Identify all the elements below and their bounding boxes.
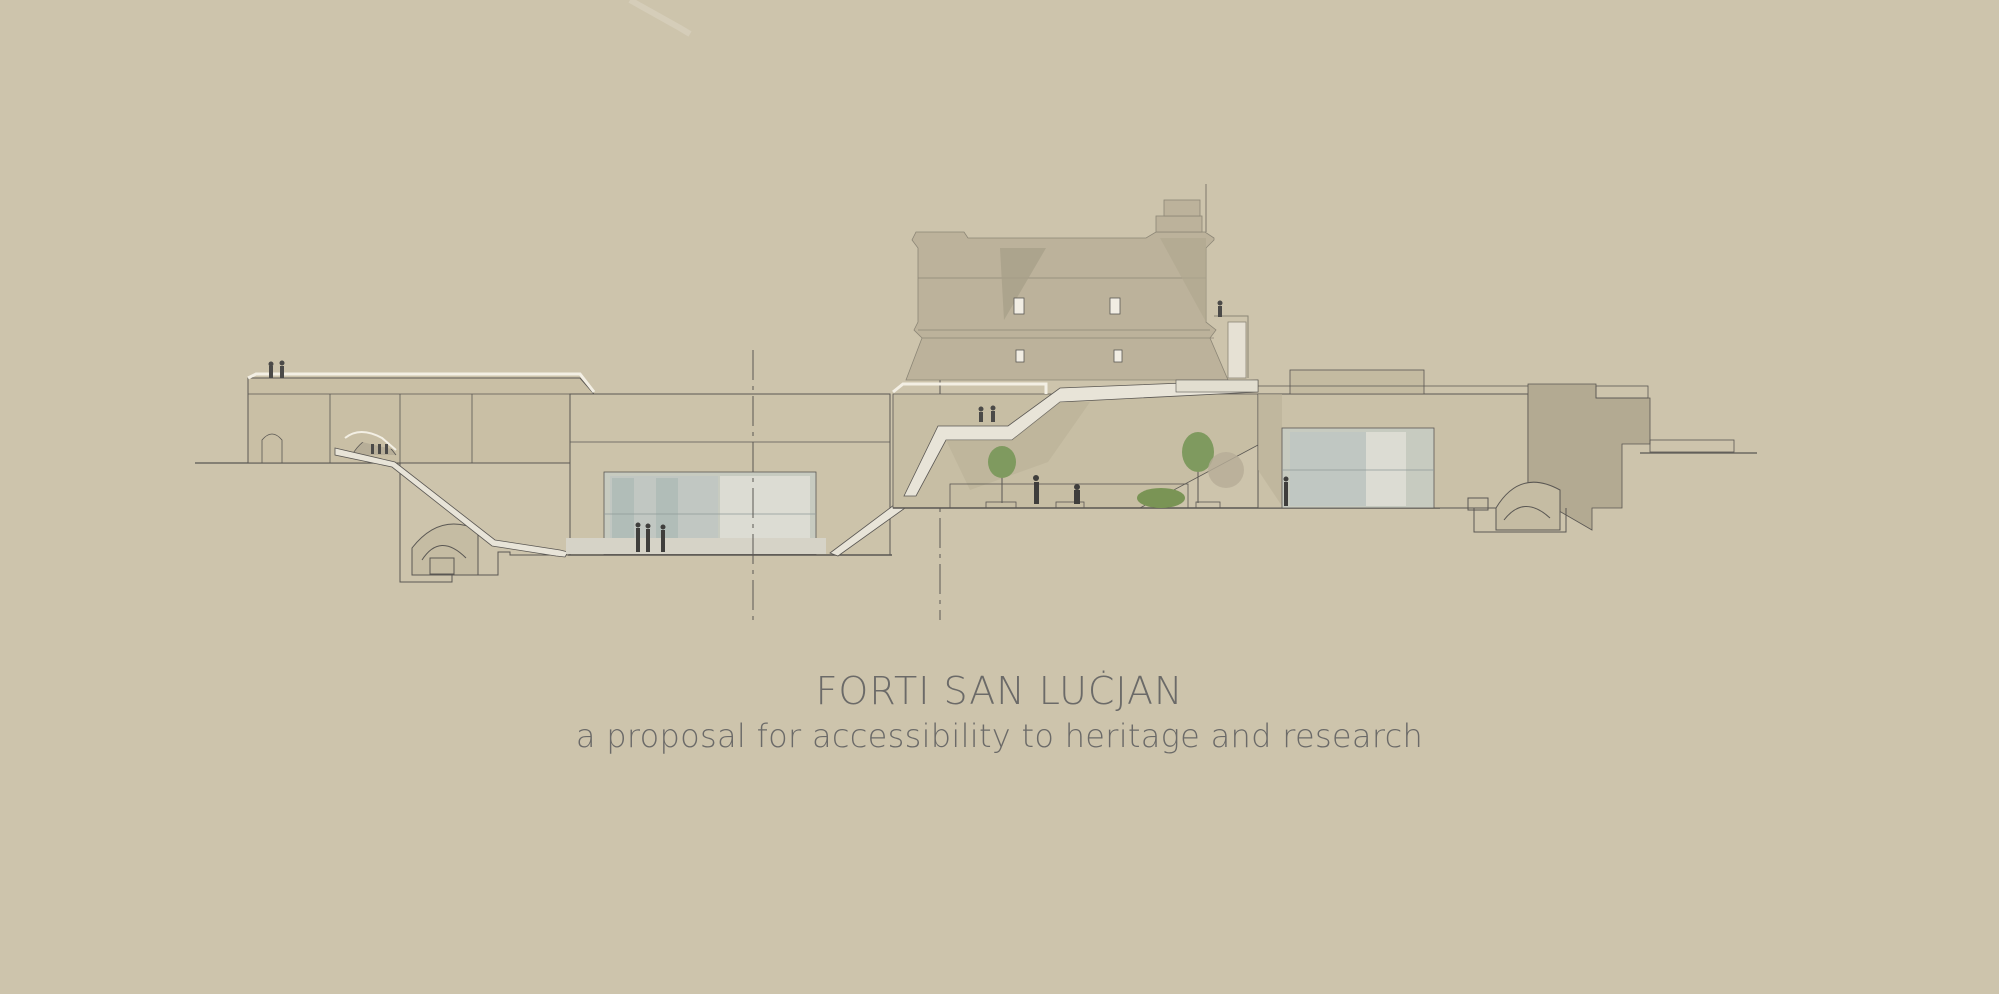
left-ramp	[334, 431, 569, 558]
glass-pavilion-lower	[566, 471, 826, 555]
underground-chamber-right	[1467, 481, 1567, 533]
upper-ramp	[892, 379, 1259, 509]
people-pavilion-lower	[635, 522, 666, 552]
drawing-title: FORTI SAN LUĊJAN	[815, 669, 1184, 713]
left-bastion	[247, 372, 596, 464]
people-upper-ramp	[978, 405, 996, 422]
people-left-arch	[371, 444, 388, 454]
person-right-pavilion	[1283, 476, 1289, 506]
person-tower	[1217, 300, 1223, 317]
right-building	[1257, 369, 1529, 509]
drawing-subtitle: a proposal for accessibility to heritage…	[575, 717, 1424, 755]
underground-chamber-left	[399, 463, 590, 583]
paper-mark	[628, 0, 692, 37]
tower	[905, 184, 1249, 381]
people-left-roof	[268, 360, 285, 378]
title-block: FORTI SAN LUĊJAN a proposal for accessib…	[0, 668, 1999, 758]
people-courtyard	[1033, 475, 1080, 504]
